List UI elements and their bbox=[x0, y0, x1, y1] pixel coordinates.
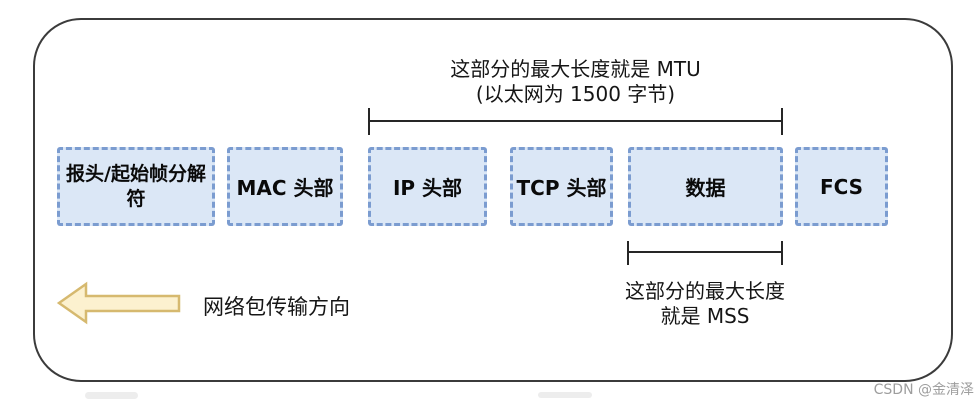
mtu-bracket-tick-right bbox=[781, 108, 783, 135]
mtu-annotation-line1: 这部分的最大长度就是 MTU bbox=[450, 57, 701, 81]
packet-box-data: 数据 bbox=[628, 147, 783, 226]
mss-bracket bbox=[627, 241, 783, 265]
packet-box-fcs-label: FCS bbox=[819, 174, 864, 199]
packet-box-tcp-header: TCP 头部 bbox=[510, 147, 613, 226]
watermark: CSDN @金清泽 bbox=[873, 382, 974, 398]
mtu-bracket-line bbox=[368, 120, 783, 122]
direction-label: 网络包传输方向 bbox=[203, 295, 350, 319]
packet-box-ip-header-label: IP 头部 bbox=[392, 176, 463, 200]
packet-box-preamble: 报头/起始帧分解符 bbox=[57, 147, 215, 226]
mss-annotation-line1: 这部分的最大长度 bbox=[625, 279, 785, 303]
mss-annotation-line2: 就是 MSS bbox=[660, 304, 750, 328]
packet-box-tcp-header-label: TCP 头部 bbox=[516, 176, 607, 200]
mtu-bracket bbox=[368, 108, 783, 135]
mss-bracket-tick-left bbox=[627, 241, 629, 265]
packet-box-mac-header: MAC 头部 bbox=[227, 147, 343, 226]
left-arrow-icon bbox=[56, 281, 181, 325]
mss-annotation: 这部分的最大长度 就是 MSS bbox=[605, 279, 805, 329]
packet-box-data-label: 数据 bbox=[685, 176, 726, 200]
packet-box-ip-header: IP 头部 bbox=[368, 147, 487, 226]
mtu-bracket-tick-left bbox=[368, 108, 370, 135]
packet-box-preamble-label: 报头/起始帧分解符 bbox=[66, 162, 206, 210]
partial-element-center bbox=[538, 392, 592, 398]
mtu-annotation-line2: (以太网为 1500 字节) bbox=[475, 82, 676, 106]
mss-bracket-line bbox=[627, 251, 783, 253]
mss-bracket-tick-right bbox=[781, 241, 783, 265]
mtu-annotation: 这部分的最大长度就是 MTU (以太网为 1500 字节) bbox=[368, 57, 783, 107]
partial-element-left bbox=[85, 392, 138, 399]
packet-box-fcs: FCS bbox=[795, 147, 888, 226]
packet-box-mac-header-label: MAC 头部 bbox=[236, 176, 334, 200]
